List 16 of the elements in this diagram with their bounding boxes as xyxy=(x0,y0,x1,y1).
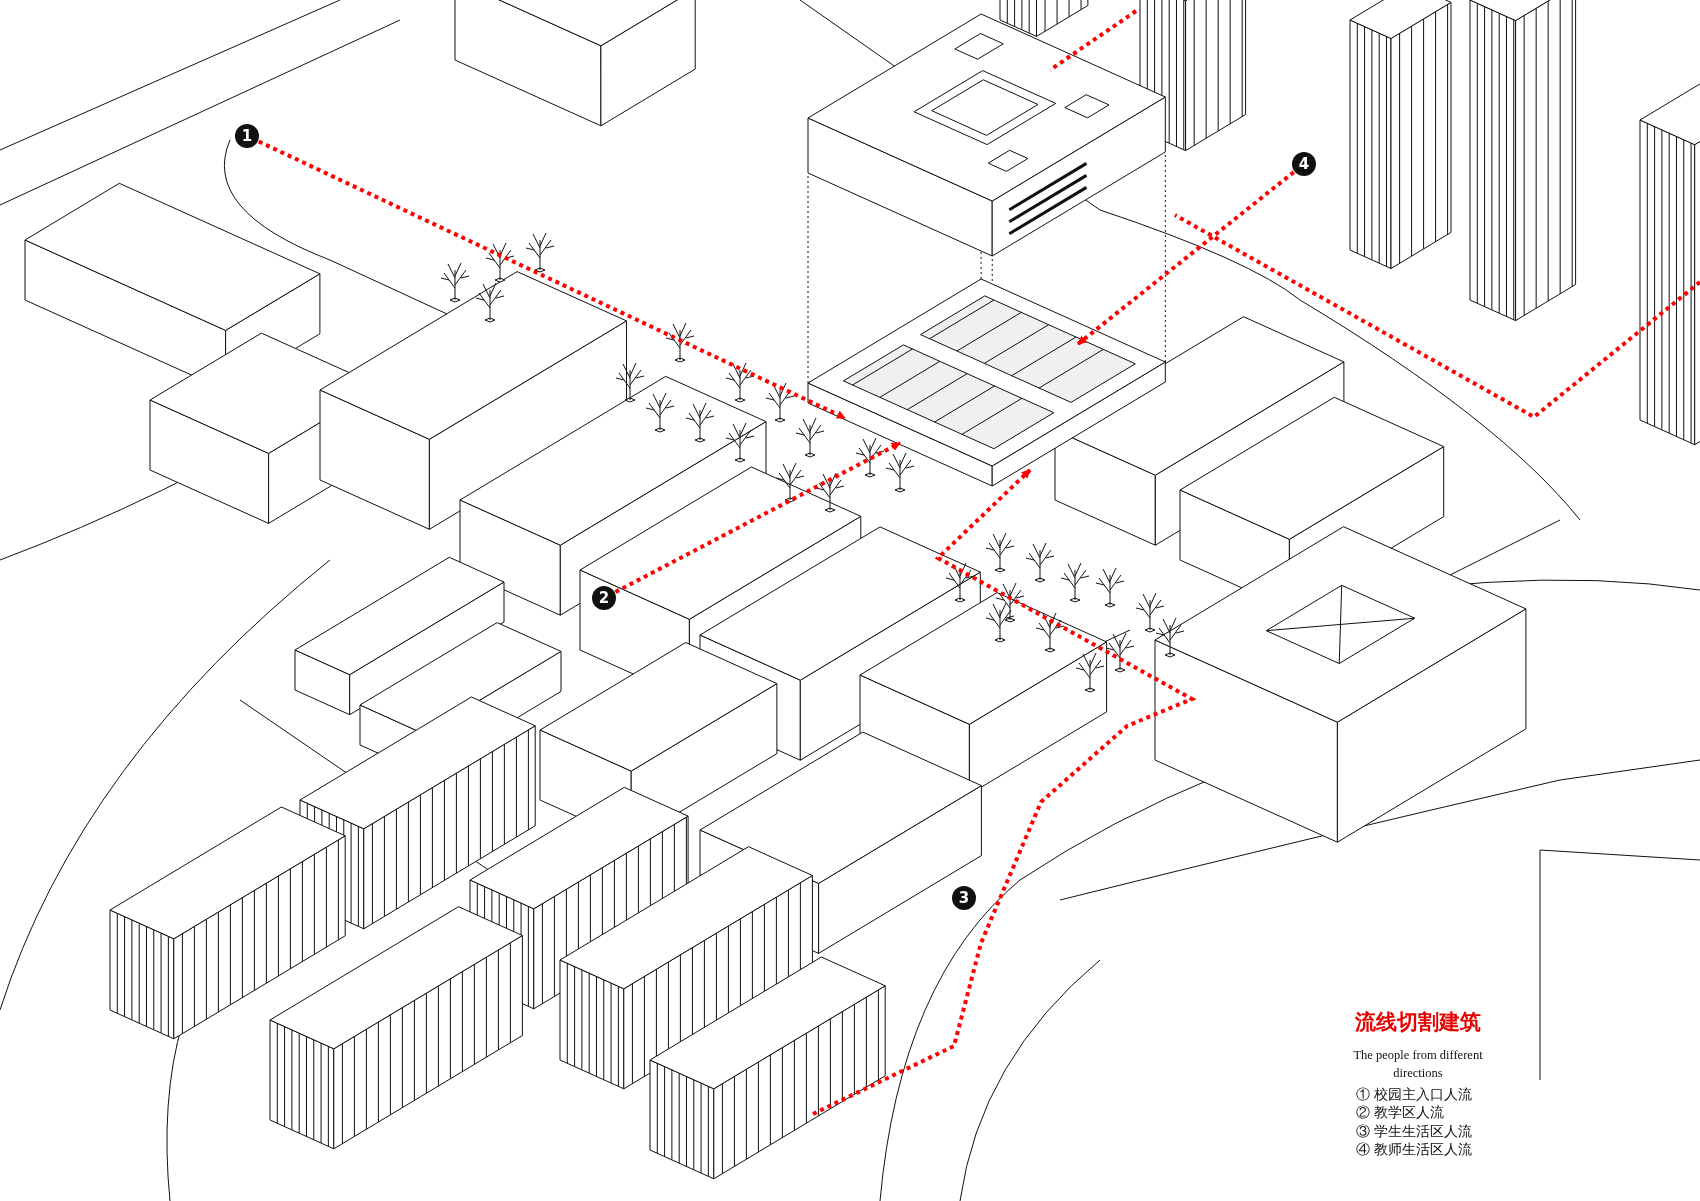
callout-number: 1 xyxy=(235,124,259,148)
legend-item: ① 校园主入口人流 xyxy=(1355,1086,1473,1105)
legend-item: ③ 学生生活区人流 xyxy=(1355,1122,1473,1141)
building-drawing xyxy=(807,13,1166,487)
callout-number: 4 xyxy=(1292,152,1316,176)
legend-title: 流线切割建筑 xyxy=(1354,1009,1482,1036)
legend-item: ② 教学区人流 xyxy=(1355,1104,1445,1123)
dotted-arrow xyxy=(614,441,901,594)
dotted-arrow xyxy=(257,139,846,420)
callout-number: 3 xyxy=(952,886,976,910)
dotted-arrow xyxy=(1076,170,1296,346)
dotted-line xyxy=(1174,213,1700,420)
dotted-arrow xyxy=(812,468,1197,1116)
dotted-line xyxy=(1048,9,1138,72)
legend-subtitle: The people from different directions xyxy=(1352,1047,1484,1083)
legend-item: ④ 教师生活区人流 xyxy=(1355,1140,1473,1159)
